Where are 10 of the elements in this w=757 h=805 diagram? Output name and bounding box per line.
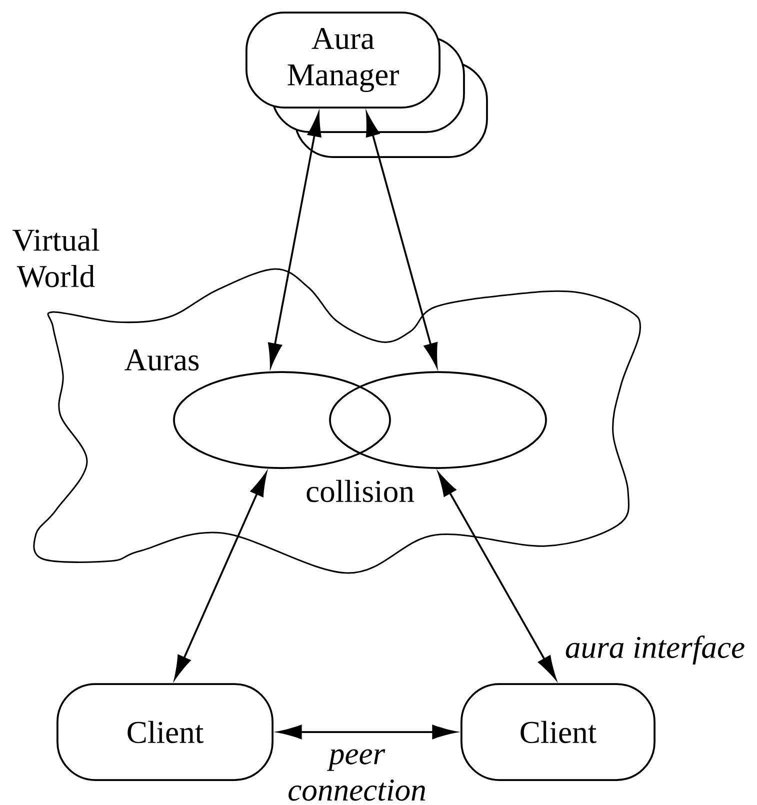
cloud-label: Virtual World bbox=[12, 228, 100, 288]
edge-label: peer connection bbox=[288, 749, 426, 801]
aura-ellipse bbox=[173, 371, 391, 469]
text-label: Auras bbox=[124, 349, 199, 371]
rounded-box: Aura Manager bbox=[246, 12, 440, 108]
aura-ellipse bbox=[329, 371, 547, 469]
rounded-box: Client bbox=[460, 683, 656, 781]
text-label: collision bbox=[306, 480, 414, 502]
rounded-box: Client bbox=[56, 683, 274, 781]
edge-label: aura interface bbox=[566, 636, 744, 665]
